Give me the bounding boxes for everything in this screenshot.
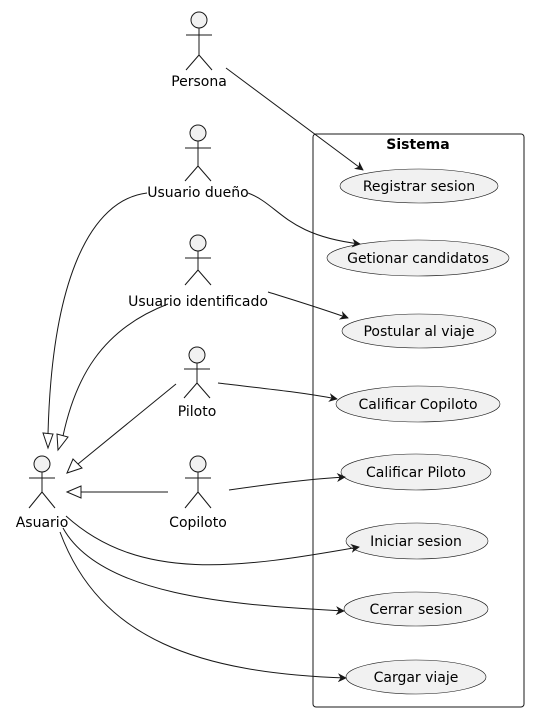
actor-copiloto: Copiloto [169, 455, 227, 531]
gen-head-dueno [42, 432, 54, 450]
use-case-label: Postular al viaje [363, 324, 474, 340]
actor-usuario-identificado: Usuario identificado [128, 234, 268, 310]
actor-persona: Persona [171, 11, 227, 90]
edge-asuario-iniciar [65, 515, 360, 566]
gen-head-identificado [56, 433, 69, 452]
actor-label: Asuario [16, 515, 69, 531]
use-case-gestionar-candidatos: Getionar candidatos [326, 239, 510, 277]
gen-head-copiloto [65, 485, 82, 499]
system-boundary: Sistema [312, 133, 525, 708]
associations [59, 67, 364, 683]
use-case-label: Calificar Copiloto [358, 397, 477, 413]
actor-piloto: Piloto [178, 346, 217, 420]
use-case-calificar-piloto: Calificar Piloto [340, 453, 492, 491]
use-case-registrar-sesion: Registrar sesion [339, 168, 499, 204]
edge-asuario-cerrar [62, 527, 345, 616]
edge-copiloto-calificar-piloto [228, 472, 346, 491]
use-case-iniciar-sesion: Iniciar sesion [345, 522, 489, 560]
actor-label: Usuario identificado [128, 294, 268, 310]
gen-line-piloto [77, 383, 177, 465]
actor-label: Piloto [178, 404, 217, 420]
edge-piloto-calificar-copiloto [217, 382, 338, 402]
edge-identificado-postular [267, 291, 349, 320]
use-case-label: Getionar candidatos [347, 251, 489, 267]
use-case-cargar-viaje: Cargar viaje [345, 659, 487, 695]
actor-usuario-dueno: Usuario dueño [147, 124, 249, 201]
actor-asuario: Asuario [16, 455, 69, 531]
edge-asuario-cargar [59, 531, 347, 683]
gen-head-piloto [66, 458, 83, 474]
actor-label: Copiloto [169, 515, 227, 531]
system-title: Sistema [386, 137, 449, 153]
use-case-label: Calificar Piloto [366, 465, 466, 481]
actor-label: Persona [171, 74, 227, 90]
use-case-label: Registrar sesion [363, 179, 475, 195]
actor-label: Usuario dueño [147, 185, 248, 201]
use-case-calificar-copiloto: Calificar Copiloto [335, 385, 501, 423]
edge-dueno-gestionar [247, 192, 361, 248]
generalizations [42, 192, 177, 499]
use-case-postular-viaje: Postular al viaje [341, 313, 497, 349]
edge-persona-registrar [225, 67, 364, 171]
gen-line-identificado [62, 303, 169, 437]
use-case-label: Cargar viaje [374, 670, 459, 686]
gen-line-dueno [47, 192, 148, 435]
use-case-label: Iniciar sesion [370, 534, 462, 550]
use-case-cerrar-sesion: Cerrar sesion [343, 591, 489, 627]
use-case-label: Cerrar sesion [370, 602, 463, 618]
